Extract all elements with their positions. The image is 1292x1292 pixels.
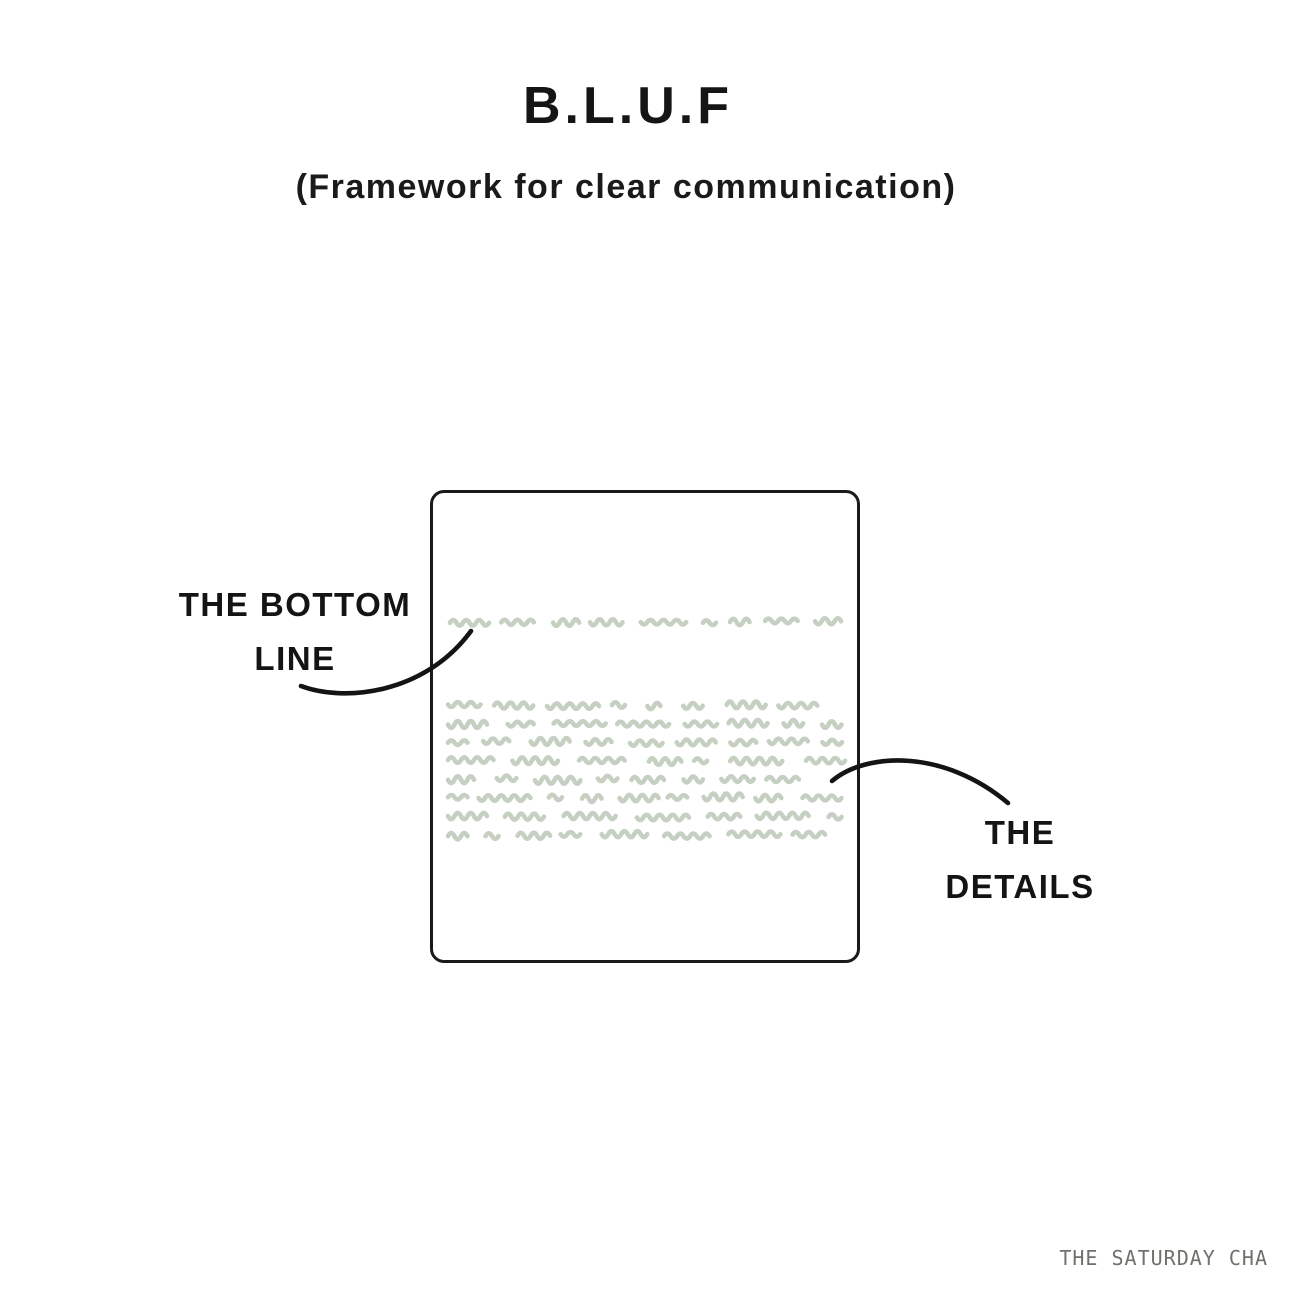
details-label-line1: THE xyxy=(984,814,1056,851)
bottom-line-label-line2: LINE xyxy=(254,640,336,677)
details-label: THE DETAILS xyxy=(820,806,1220,914)
bottom-line-label: THE BOTTOM LINE xyxy=(95,578,495,686)
details-label-line2: DETAILS xyxy=(945,868,1095,905)
page-title: B.L.U.F xyxy=(523,77,733,135)
subtitle: (Framework for clear communication) xyxy=(295,168,957,206)
watermark: THE SATURDAY CHA xyxy=(1059,1246,1268,1270)
document-box xyxy=(430,490,860,963)
bottom-line-label-line1: THE BOTTOM xyxy=(178,586,412,623)
